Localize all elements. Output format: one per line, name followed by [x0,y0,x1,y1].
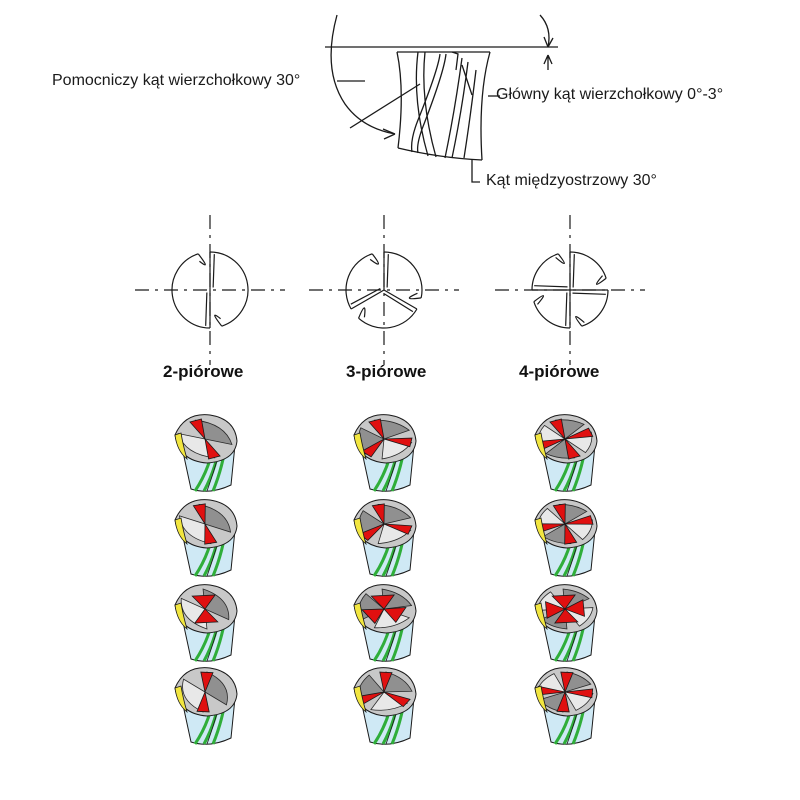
inter-angle-label: Kąt międzyostrzowy 30° [486,172,657,189]
column-title-2-flute: 2-piórowe [163,362,244,381]
tool-left-edge [396,51,402,149]
column-title-3-flute: 3-piórowe [346,362,427,381]
end-view-4-flute [495,215,645,365]
render-3-flute-variant-3 [353,584,417,662]
render-4-flute-variant-1 [534,414,598,492]
render-3-flute-variant-1 [353,414,417,492]
end-view-3-flute [309,215,459,365]
render-2-flute-variant-3 [174,584,238,662]
tool-right-edge [480,51,491,161]
render-3-flute-variant-2 [353,499,417,577]
main-angle-label: Główny kąt wierzchołkowy 0°-3° [496,86,724,103]
render-2-flute-variant-1 [174,414,238,492]
render-4-flute-variant-3 [534,584,598,662]
aux-angle-label: Pomocniczy kąt wierzchołkowy 30° [52,72,301,89]
aux-angle-arc [330,14,396,135]
column-title-4-flute: 4-piórowe [519,362,600,381]
render-2-flute-variant-4 [174,667,238,745]
render-2-flute-variant-2 [174,499,238,577]
render-4-flute-variant-4 [534,667,598,745]
main-angle-arc [539,14,550,48]
end-view-2-flute [135,215,285,365]
render-3-flute-variant-4 [353,667,417,745]
render-4-flute-variant-2 [534,499,598,577]
